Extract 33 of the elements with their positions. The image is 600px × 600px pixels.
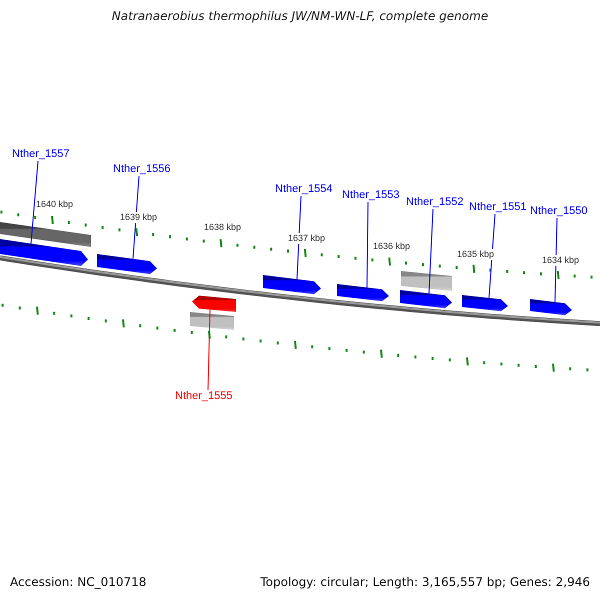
gene-block — [97, 254, 157, 275]
scale-label: 1634 kbp — [542, 255, 580, 266]
gene-label: Nther_1554 — [275, 183, 332, 196]
leader-line — [132, 176, 140, 260]
gene-label: Nther_1551 — [469, 201, 526, 214]
gene-block — [400, 290, 452, 309]
leader-line — [554, 218, 558, 302]
gene-block — [530, 299, 572, 316]
scale-label: 1637 kbp — [288, 233, 326, 244]
scale-label: 1638 kbp — [204, 222, 242, 233]
gene-label: Nther_1552 — [406, 196, 464, 209]
scale-label: 1640 kbp — [36, 199, 74, 210]
leader-line — [488, 214, 496, 298]
gene-label: Nther_1557 — [12, 148, 70, 161]
gene-block — [192, 295, 236, 312]
leader-line — [30, 160, 38, 244]
scale-label: 1639 kbp — [120, 212, 158, 223]
leader-line — [366, 202, 368, 288]
leader-line — [208, 309, 210, 390]
gene-block — [337, 284, 389, 302]
gene-block — [462, 295, 508, 312]
gene-block — [0, 239, 88, 267]
gene-label: Nther_1550 — [530, 205, 588, 218]
scale-label: 1635 kbp — [457, 249, 494, 260]
gene-label: Nther_1556 — [113, 163, 170, 176]
genome-stats-text: Topology: circular; Length: 3,165,557 bp; Genes: 2,946 — [260, 575, 590, 589]
leader-line — [428, 208, 434, 294]
scale-label: 1636 kbp — [373, 241, 410, 252]
map-title: Natranaerobius thermophilus JW/NM-WN-LF, complete genome — [112, 9, 488, 23]
accession-text: Accession: NC_010718 — [10, 575, 146, 589]
gene-label: Nther_1555 — [175, 390, 232, 403]
gene-label: Nther_1553 — [342, 189, 400, 202]
gene-block — [263, 275, 321, 295]
